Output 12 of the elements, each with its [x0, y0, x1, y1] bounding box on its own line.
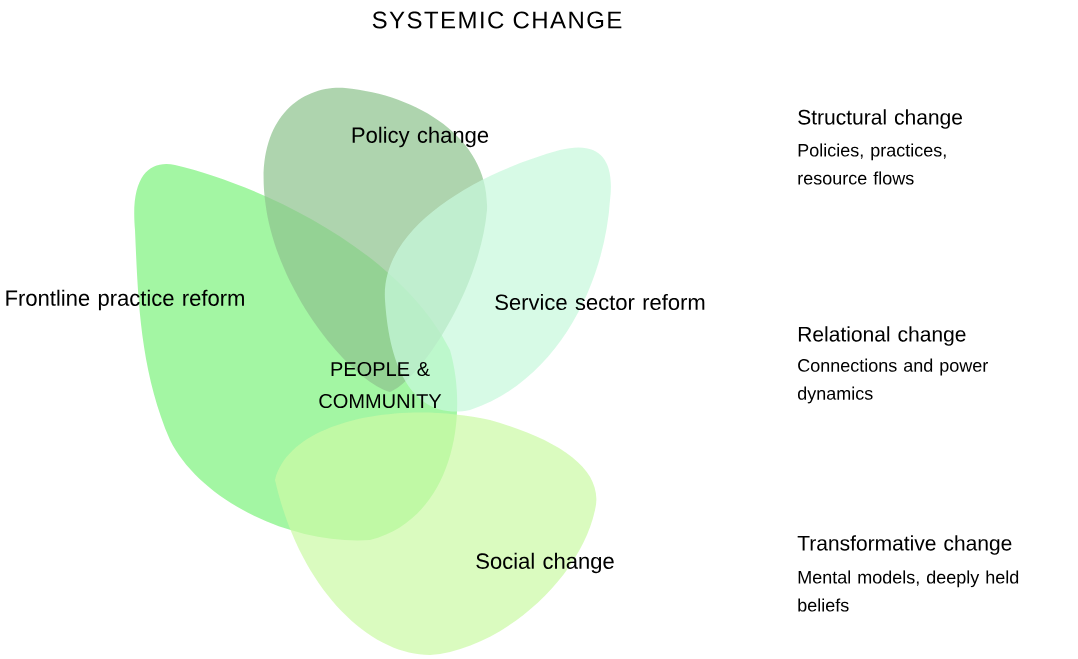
node-label: Frontline practice reform	[6, 289, 244, 311]
heading: Transformative change	[797, 535, 1012, 555]
node-label: Social change	[476, 552, 614, 574]
description: Policies, practices, resource flows	[798, 143, 946, 185]
node-label: Service sector reform	[495, 293, 705, 311]
node-label: Policy change	[352, 126, 489, 148]
heading: Relational change	[798, 326, 966, 346]
heading: Structural change	[798, 109, 962, 129]
description: Connections and power dynamics	[797, 358, 988, 404]
centre-label: PEOPLE & COMMUNITY	[319, 361, 442, 409]
title: SYSTEMIC CHANGE	[372, 11, 622, 29]
description: Mental models, deeply held beliefs	[798, 570, 1019, 612]
